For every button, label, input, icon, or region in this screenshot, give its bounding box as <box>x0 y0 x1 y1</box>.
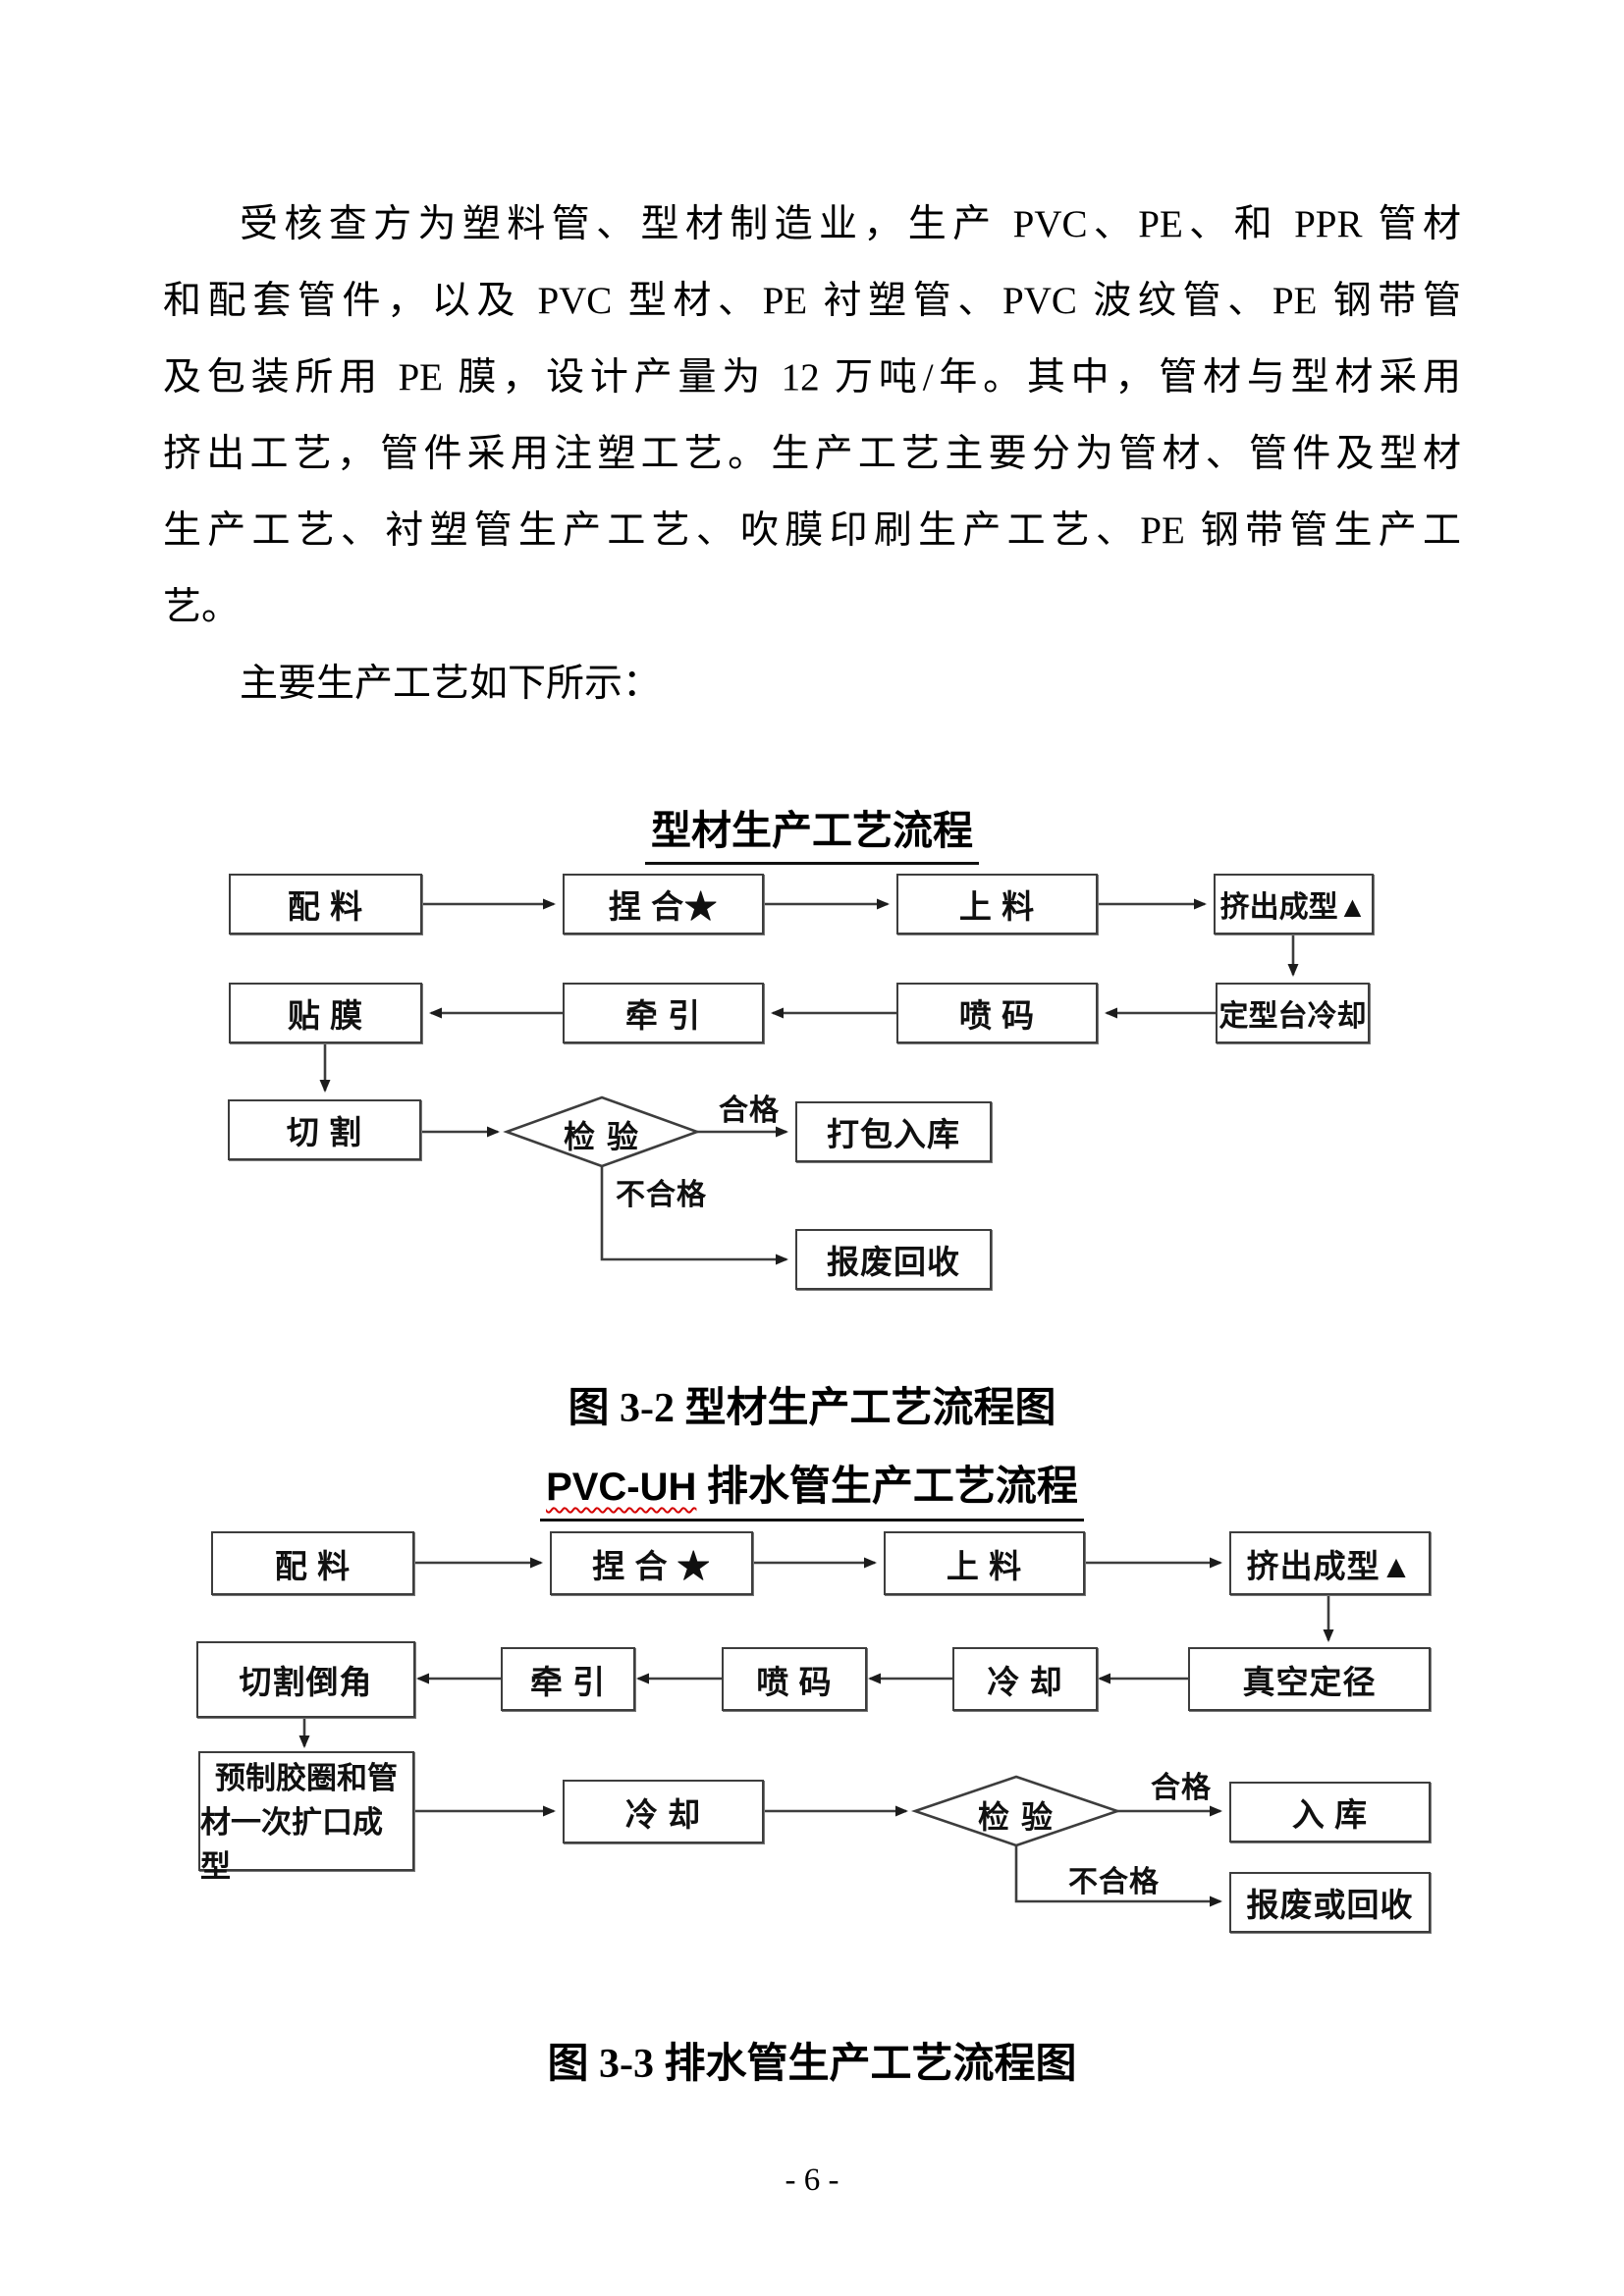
flowchart2-step-niehe: 捏 合 ★ <box>550 1531 753 1595</box>
flowchart2-step-yuzhi-line1: 预制胶圈和管 <box>215 1761 398 1795</box>
flowchart2-step-yuzhi-line2: 材一次扩口成型 <box>200 1805 383 1884</box>
flowchart1-pass-label: 合格 <box>719 1095 780 1127</box>
flowchart1-step-niehe: 捏 合★ <box>563 874 764 934</box>
flowchart2-step-lengque2: 冷 却 <box>563 1780 764 1843</box>
flowchart1-title: 型材生产工艺流程 <box>0 797 1624 865</box>
flowchart2-step-yuzhi: 预制胶圈和管 材一次扩口成型 <box>198 1751 414 1884</box>
flowchart2-pass-label: 合格 <box>1151 1772 1212 1804</box>
flowchart1-step-qianyin: 牵 引 <box>563 983 764 1043</box>
flowchart1: 配 料 捏 合★ 上 料 挤出成型▲ 贴 膜 牵 引 喷 码 定型台冷却 切 割… <box>0 864 1624 1301</box>
flowchart2-step-ruku: 入 库 <box>1229 1782 1431 1842</box>
paragraph-line: 艺。 <box>163 586 241 628</box>
flowchart2-title-rest: 排水管生产工艺流程 <box>696 1465 1078 1510</box>
flowchart2-title-pvcuh: PVC-UH <box>546 1466 697 1509</box>
flowchart1-step-dingxingtai: 定型台冷却 <box>1216 983 1370 1043</box>
flowchart1-step-baofeihuishou: 报废回收 <box>795 1229 992 1290</box>
flowchart2-step-penma: 喷 码 <box>722 1647 867 1711</box>
flowchart2-fail-label: 不合格 <box>1068 1866 1160 1898</box>
flowchart2-step-shangliao: 上 料 <box>884 1531 1085 1595</box>
flowchart2-step-zhenkong: 真空定径 <box>1188 1647 1431 1711</box>
paragraph-line: 受核查方为塑料管、型材制造业，生产 PVC、PE、和 PPR 管材 <box>240 203 1461 245</box>
paragraph-line: 挤出工艺，管件采用注塑工艺。生产工艺主要分为管材、管件及型材 <box>163 433 1461 475</box>
paragraph-line: 生产工艺、衬塑管生产工艺、吹膜印刷生产工艺、PE 钢带管生产工 <box>163 509 1461 552</box>
paragraph-intro-line: 主要生产工艺如下所示： <box>240 663 662 705</box>
flowchart1-step-tiemo: 贴 膜 <box>229 983 422 1043</box>
flowchart1-connectors <box>319 898 1299 1265</box>
flowchart2-title-text: PVC-UH 排水管生产工艺流程 <box>540 1453 1084 1522</box>
flowchart2: 配 料 捏 合 ★ 上 料 挤出成型▲ 切割倒角 牵 引 喷 码 冷 却 真空定… <box>0 1522 1624 1993</box>
flowchart1-title-text: 型材生产工艺流程 <box>645 797 979 865</box>
figure-3-2-caption: 图 3-2 型材生产工艺流程图 <box>568 1386 1056 1431</box>
flowchart2-step-qianyin: 牵 引 <box>501 1647 635 1711</box>
flowchart1-step-peiliao: 配 料 <box>229 874 422 934</box>
flowchart1-decision-label: 检 验 <box>563 1119 640 1154</box>
flowchart2-step-peiliao: 配 料 <box>211 1531 414 1595</box>
flowchart1-step-penma: 喷 码 <box>896 983 1098 1043</box>
flowchart2-decision-label: 检 验 <box>977 1799 1055 1835</box>
flowchart2-step-lengque: 冷 却 <box>952 1647 1098 1711</box>
flowchart2-step-qiegedaojiao: 切割倒角 <box>196 1641 415 1718</box>
paragraph-line: 和配套管件，以及 PVC 型材、PE 衬塑管、PVC 波纹管、PE 钢带管 <box>163 280 1461 322</box>
flowchart2-connectors <box>298 1557 1334 1907</box>
flowchart2-step-jichucheng: 挤出成型▲ <box>1229 1531 1431 1595</box>
body-paragraph: 受核查方为塑料管、型材制造业，生产 PVC、PE、和 PPR 管材 和配套管件，… <box>163 187 1461 722</box>
flowchart2-title: PVC-UH 排水管生产工艺流程 <box>0 1453 1624 1522</box>
flowchart1-step-jichucheng: 挤出成型▲ <box>1214 874 1374 934</box>
figure-3-3-caption: 图 3-3 排水管生产工艺流程图 <box>547 2042 1077 2087</box>
paragraph-line: 及包装所用 PE 膜，设计产量为 12 万吨/年。其中，管材与型材采用 <box>163 356 1461 399</box>
flowchart1-step-qiege: 切 割 <box>228 1099 421 1160</box>
flowchart2-step-baofei: 报废或回收 <box>1229 1872 1431 1933</box>
page-number: - 6 - <box>785 2163 839 2198</box>
flowchart1-step-dabaoruku: 打包入库 <box>795 1101 992 1162</box>
flowchart1-fail-label: 不合格 <box>616 1179 707 1211</box>
flowchart1-step-shangliao: 上 料 <box>896 874 1098 934</box>
